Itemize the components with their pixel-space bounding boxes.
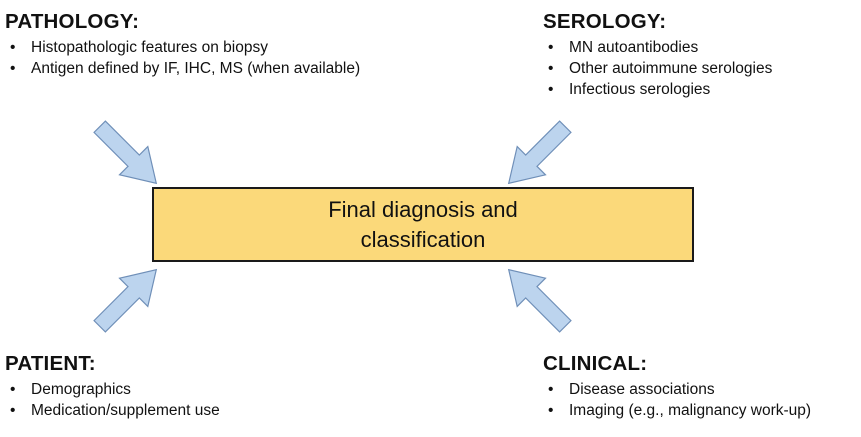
pathology-section: PATHOLOGY: Histopathologic features on b… [5, 10, 360, 79]
arrow-serology-icon [493, 111, 581, 199]
serology-item: MN autoantibodies [543, 37, 772, 58]
arrow-patient-icon [84, 254, 172, 342]
patient-item: Medication/supplement use [5, 400, 220, 421]
arrow-pathology-icon [84, 111, 172, 199]
patient-title: PATIENT: [5, 352, 96, 375]
serology-section: SEROLOGY: MN autoantibodies Other autoim… [543, 10, 772, 100]
center-line-1: Final diagnosis and [328, 196, 518, 222]
center-line-2: classification [360, 226, 486, 252]
patient-item: Demographics [5, 379, 220, 400]
pathology-title: PATHOLOGY: [5, 10, 140, 33]
serology-title: SEROLOGY: [543, 10, 667, 33]
final-diagnosis-box: Final diagnosis and classification [152, 187, 694, 262]
clinical-item: Imaging (e.g., malignancy work-up) [543, 400, 811, 421]
clinical-item: Disease associations [543, 379, 811, 400]
serology-item: Infectious serologies [543, 79, 772, 100]
arrow-clinical-icon [493, 254, 581, 342]
patient-section: PATIENT: Demographics Medication/supplem… [5, 352, 220, 421]
clinical-list: Disease associations Imaging (e.g., mali… [543, 379, 811, 421]
pathology-item: Antigen defined by IF, IHC, MS (when ava… [5, 58, 360, 79]
serology-list: MN autoantibodies Other autoimmune serol… [543, 37, 772, 100]
clinical-section: CLINICAL: Disease associations Imaging (… [543, 352, 811, 421]
patient-list: Demographics Medication/supplement use [5, 379, 220, 421]
pathology-list: Histopathologic features on biopsy Antig… [5, 37, 360, 79]
serology-item: Other autoimmune serologies [543, 58, 772, 79]
pathology-item: Histopathologic features on biopsy [5, 37, 360, 58]
clinical-title: CLINICAL: [543, 352, 648, 375]
